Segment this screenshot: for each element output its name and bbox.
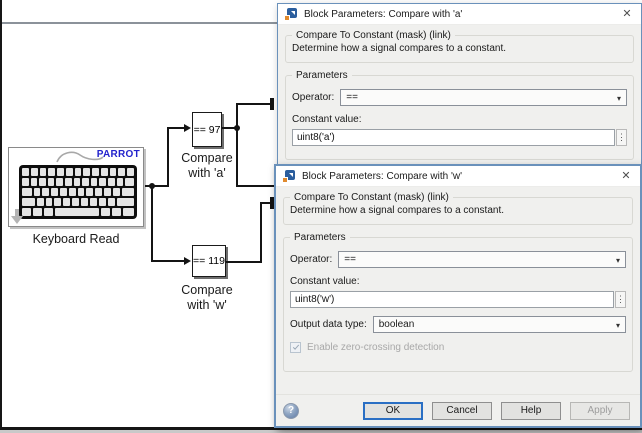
edit-field-menu-button[interactable]: ⋮ [615, 291, 626, 308]
ok-button[interactable]: OK [363, 401, 423, 420]
constant-value-input[interactable] [292, 129, 615, 146]
keyboard-block-label: Keyboard Read [32, 232, 120, 246]
wire-up [260, 202, 262, 263]
help-icon[interactable]: ? [283, 402, 299, 419]
wire-compare-a-out [222, 127, 237, 129]
compare-a-block[interactable]: == 97 [192, 112, 222, 147]
window-border-left [0, 0, 2, 433]
chevron-down-icon: ▾ [615, 321, 620, 330]
close-icon[interactable]: ✕ [621, 170, 631, 182]
keyboard-icon [19, 165, 137, 219]
wire-down [236, 127, 238, 187]
ellipsis-icon: ⋮ [617, 132, 626, 142]
help-button[interactable]: Help [501, 401, 561, 420]
compare-w-label: Compare with 'w' [181, 283, 233, 312]
zero-crossing-row: Enable zero-crossing detection [290, 342, 626, 353]
wire-right [236, 185, 277, 187]
compare-w-value: == 119 [193, 255, 225, 267]
parameters-group: Parameters Operator: == ▾ Constant value… [283, 232, 633, 372]
constant-value-label: Constant value: [290, 276, 360, 287]
output-data-type-combobox[interactable]: boolean ▾ [372, 316, 626, 333]
operator-combobox[interactable]: == ▾ [340, 89, 627, 106]
checkbox-check-icon [292, 342, 299, 350]
parameters-group-title: Parameters [296, 70, 348, 81]
mask-description: Determine how a signal compares to a con… [290, 205, 504, 216]
cancel-button[interactable]: Cancel [432, 401, 492, 420]
wire-to-hidden-block-2 [260, 202, 274, 204]
dialog-w-titlebar[interactable]: Block Parameters: Compare with 'w' ✕ [276, 166, 640, 187]
mask-description: Determine how a signal compares to a con… [292, 43, 506, 54]
zero-crossing-label: Enable zero-crossing detection [307, 342, 445, 353]
compare-a-label: Compare with 'a' [181, 151, 233, 180]
mask-group-title: Compare To Constant (mask) (link) [296, 30, 451, 41]
dialog-a-titlebar[interactable]: Block Parameters: Compare with 'a' ✕ [278, 4, 641, 25]
dialog-compare-w: Block Parameters: Compare with 'w' ✕ Com… [274, 164, 642, 428]
dialog-w-title: Block Parameters: Compare with 'w' [302, 170, 462, 182]
block-parameters-icon [282, 169, 295, 183]
constant-value-input[interactable] [290, 291, 614, 308]
wire-up [236, 104, 238, 128]
hidden-block-port [270, 197, 274, 209]
wire-keyboard-out [145, 185, 169, 187]
dialog-button-bar: ? OK Cancel Help Apply [276, 394, 640, 426]
window-border-bottom [0, 427, 642, 430]
wire-branch-down [151, 186, 153, 262]
mask-group: Compare To Constant (mask) (link) Determ… [285, 30, 634, 63]
apply-button: Apply [570, 401, 630, 420]
down-arrow-icon [11, 209, 23, 224]
wire-to-compare-w [151, 260, 185, 262]
wire-arrowhead [184, 124, 191, 132]
wire-compare-w-out [226, 261, 262, 263]
wire-to-hidden-block-1 [236, 103, 273, 105]
close-icon[interactable]: ✕ [622, 8, 632, 20]
chevron-down-icon: ▾ [616, 94, 621, 103]
hidden-block-port [270, 98, 274, 110]
dialog-a-title: Block Parameters: Compare with 'a' [304, 8, 463, 20]
block-parameters-icon [284, 7, 297, 21]
wire-to-compare-a [167, 127, 186, 129]
compare-w-block[interactable]: == 119 [192, 245, 226, 277]
mask-group-title: Compare To Constant (mask) (link) [294, 192, 449, 203]
parameters-group-title: Parameters [294, 232, 346, 243]
window-edge-strip [0, 430, 642, 433]
output-data-type-label: Output data type: [290, 319, 367, 330]
operator-combobox[interactable]: == ▾ [338, 251, 626, 268]
constant-value-label: Constant value: [292, 114, 362, 125]
mask-group: Compare To Constant (mask) (link) Determ… [283, 192, 633, 225]
ellipsis-icon: ⋮ [616, 294, 625, 304]
chevron-down-icon: ▾ [615, 256, 620, 265]
edit-field-menu-button[interactable]: ⋮ [616, 129, 627, 146]
compare-a-value: == 97 [193, 123, 221, 136]
wire-branch-up [167, 127, 169, 187]
keyboard-read-block[interactable]: PARROT [8, 147, 144, 227]
keyboard-cable-icon [56, 151, 104, 163]
operator-label: Operator: [292, 92, 335, 103]
parameters-group: Parameters Operator: == ▾ Constant value… [285, 70, 634, 160]
operator-label: Operator: [290, 254, 333, 265]
wire-arrowhead [184, 257, 191, 265]
parrot-tag: PARROT [96, 149, 140, 160]
zero-crossing-checkbox [290, 342, 301, 353]
